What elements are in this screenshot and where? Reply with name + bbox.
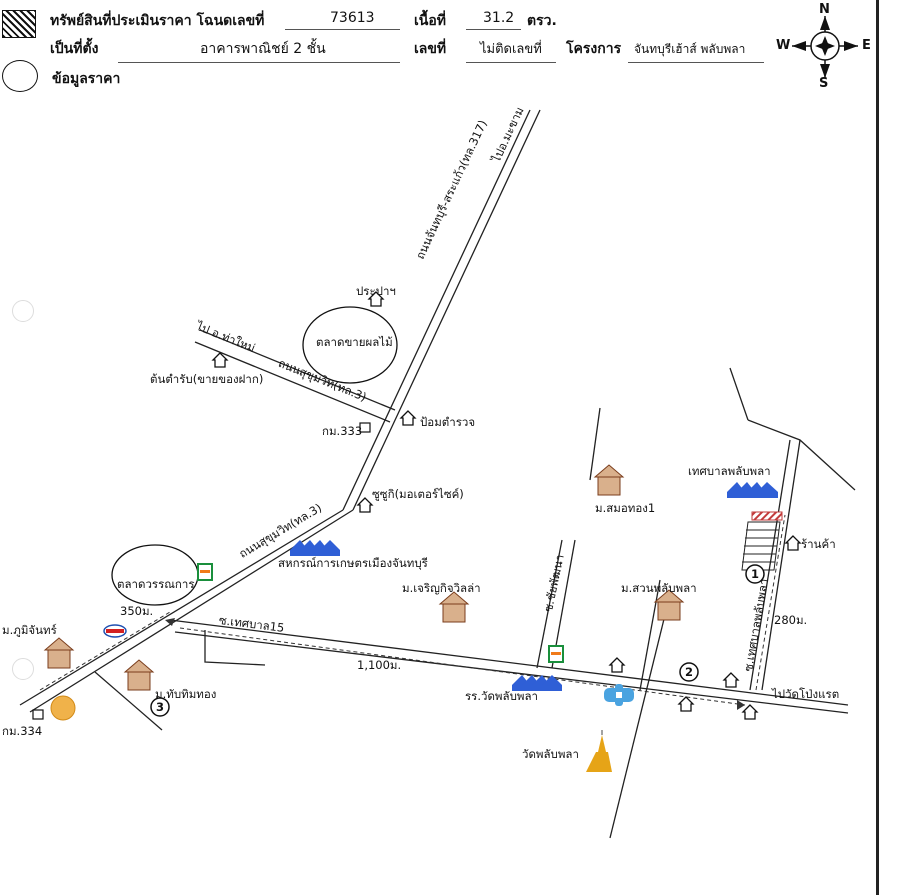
label-project: โครงการ [566,41,622,57]
label-type: เป็นที่ตั้ง [50,41,99,57]
road-3-upper [194,329,396,423]
label-price-data: ข้อมูลราคา [52,71,121,87]
compass-east: E [862,38,871,53]
road-soi-chaiphatthana [536,407,601,669]
route-arrow-left-icon [165,618,175,626]
route-arrow-icon [737,700,745,710]
label-area: เนื้อที่ [414,13,446,29]
suzuki-label: ซูซูกิ(มอเตอร์ไซค์) [372,487,464,501]
label-house-no: เลขที่ [414,41,447,57]
road-temple [609,614,666,839]
esso-icon [103,624,127,638]
price-data-legend-circle [2,60,38,92]
phumijan-label: ม.ภูมิจันทร์ [2,623,57,637]
cooperative-label: สหกรณ์การเกษตรเมืองจันทบุรี [278,556,428,570]
road-thetsaban15 [169,619,849,714]
to-wat-pong-raet-label: ไปวัดโป่งแรต [772,687,840,701]
circle-fruit-market [302,306,398,384]
prapa-label: ประปาฯ [356,284,396,298]
km-marker-icon [32,422,371,720]
municipality-building-icon [727,482,778,498]
village-house-icon [43,464,685,691]
km334-label: กม.334 [2,724,43,738]
thapthimthong-label: ม.ทับทิมทอง [155,687,217,701]
dist-350-label: 350ม. [120,604,154,618]
deed-underline [285,29,400,30]
row-houses [741,521,781,571]
fruit-market-label: ตลาดขายผลไม้ [316,335,393,349]
ton-tamrap-label: ต้นตำรับ(ขายของฝาก) [150,372,264,386]
shop-label: ร้านค้า [801,537,836,551]
deed-number: 73613 [330,10,375,26]
km333-label: กม.333 [322,424,363,438]
building-type: อาคารพาณิชย์ 2 ชั้น [200,41,326,57]
school-label: รร.วัดพลับพลา [465,689,538,703]
house-icon-1 [609,657,625,673]
type-underline [118,62,400,63]
school-building-icon [512,675,562,691]
compass-icon [792,16,858,78]
dist-280-label: 280ม. [774,613,808,627]
page-right-border [876,0,879,895]
project-underline [628,62,764,63]
house-icon-4 [742,704,758,720]
area-unit: ตรว. [527,13,557,29]
house-icon-police [400,410,416,426]
temple-icon [586,730,612,772]
temple-label: วัดพลับพลา [522,747,579,761]
house-icon-3 [723,672,739,688]
comparable-1: 1 [751,567,760,581]
house-icon-suzuki [357,497,373,513]
house-icon-ton-tamrap [212,352,228,368]
compass-north: N [819,2,830,17]
house-icon-2 [678,696,694,712]
gold-shop-icon [50,695,76,721]
dist-1100-label: 1,100ม. [357,658,402,672]
road-suan [639,579,661,691]
suan-phlapphla-label: ม.สวนพลับพลา [621,581,697,595]
somthong-label: ม.สมอทอง1 [595,501,656,515]
compass-south: S [819,76,829,91]
charoenkit-label: ม.เจริญกิจวิลล่า [402,581,481,595]
area-value: 31.2 [483,10,515,26]
comparable-marker [150,564,765,717]
road-317 [342,109,541,511]
seven-eleven-icon [197,563,564,663]
house-number: ไม่ติดเลขที่ [480,42,542,57]
label-property: ทรัพย์สินที่ประเมินราคา โฉนดเลขที่ [50,13,265,29]
municipality-label: เทศบาลพลับพลา [688,464,771,478]
house-underline [466,62,556,63]
area-underline [466,29,521,30]
wanna-market-label: ตลาดวรรณการ [117,577,195,591]
route-dashed [39,514,786,706]
comparable-2: 2 [685,665,694,679]
punch-hole-top [12,300,34,322]
road-small-left [94,630,266,731]
subject-legend-swatch [2,10,36,38]
project-name: จันทบุรีเฮ้าส์ พลับพลา [634,42,746,56]
cooperative-building-icon [290,540,340,556]
house-icon-shop [785,535,801,551]
road-3-lower [19,509,354,713]
circle-wanna-market [111,544,199,606]
comparable-3: 3 [156,700,165,714]
compass-west: W [776,38,791,53]
subject-property [751,511,783,521]
road-soi-phlapphla [729,367,856,691]
punch-hole-bottom [12,658,34,680]
police-box-label: ป้อมตำรวจ [420,415,476,429]
hospital-icon [604,684,634,706]
